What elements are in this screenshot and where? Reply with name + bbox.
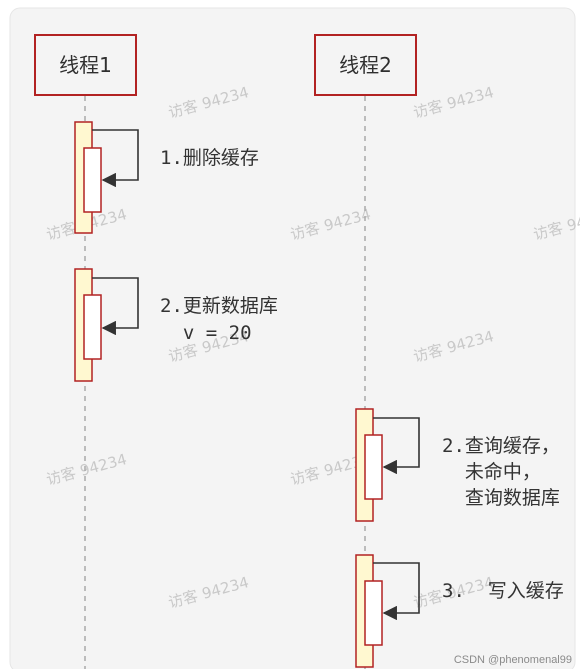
step-delete-cache: 1.删除缓存 [74,121,259,234]
step-write-cache: 3. 写入缓存 [355,554,564,668]
step-query-cache-miss: 2.查询缓存， 未命中， 查询数据库 [355,408,560,522]
actor-label: 线程1 [59,53,112,77]
actor-label: 线程2 [339,53,392,77]
actor-thread-2: 线程2 [314,34,417,96]
actor-box [314,34,417,96]
step-update-database: 2.更新数据库 v = 20 [74,268,278,382]
self-message-arrow [92,129,139,188]
actor-thread-1: 线程1 [34,34,137,96]
step-label: 3. 写入缓存 [442,580,564,602]
nested-activation-bar [83,147,102,213]
nested-activation-bar [83,294,102,360]
nested-activation-bar [364,580,383,646]
actor-box [34,34,137,96]
step-label: 2.查询缓存， 未命中， 查询数据库 [442,435,560,509]
step-label: 2.更新数据库 v = 20 [160,295,278,344]
self-message-arrow [373,417,420,475]
step-label: 1.删除缓存 [160,147,259,169]
self-message-arrow [92,277,139,336]
credit-watermark: CSDN @phenomenal99 [454,654,572,666]
nested-activation-bar [364,434,383,500]
self-message-arrow [373,562,420,621]
diagram-background [9,7,576,669]
